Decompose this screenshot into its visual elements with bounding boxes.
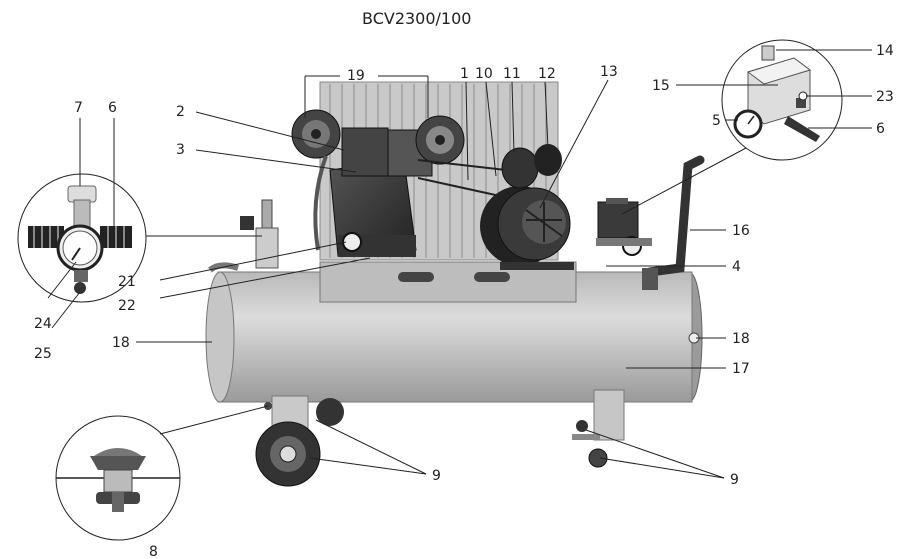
label-3: 3 (176, 142, 185, 158)
compressor-illustration (205, 81, 705, 487)
model-title: BCV2300/100 (362, 9, 471, 28)
label-12: 12 (538, 66, 556, 82)
label-25: 25 (34, 346, 52, 362)
label-9-left: 9 (432, 468, 441, 484)
label-10: 10 (475, 66, 493, 82)
label-7: 7 (74, 100, 83, 116)
label-8: 8 (149, 544, 158, 559)
label-4: 4 (732, 259, 741, 275)
label-1: 1 (460, 66, 469, 82)
label-21: 21 (118, 274, 136, 290)
label-15: 15 (652, 78, 670, 94)
label-24: 24 (34, 316, 52, 332)
drain-valve-inset (55, 415, 181, 541)
label-22: 22 (118, 298, 136, 314)
label-19: 19 (347, 68, 365, 84)
label-6-left: 6 (108, 100, 117, 116)
label-23: 23 (876, 89, 894, 105)
label-2: 2 (176, 104, 185, 120)
label-16: 16 (732, 223, 750, 239)
label-18-left: 18 (112, 335, 130, 351)
callout-labels: 19 1 10 11 12 13 2 3 7 6 24 25 21 22 18 … (34, 43, 894, 559)
label-13: 13 (600, 64, 618, 80)
label-11: 11 (503, 66, 521, 82)
label-9-right: 9 (730, 472, 739, 488)
label-5: 5 (712, 113, 721, 129)
right-switch-inset (721, 39, 843, 161)
label-18-right: 18 (732, 331, 750, 347)
label-6-right: 6 (876, 121, 885, 137)
label-17: 17 (732, 361, 750, 377)
leader-lines (47, 49, 872, 479)
label-14: 14 (876, 43, 894, 59)
